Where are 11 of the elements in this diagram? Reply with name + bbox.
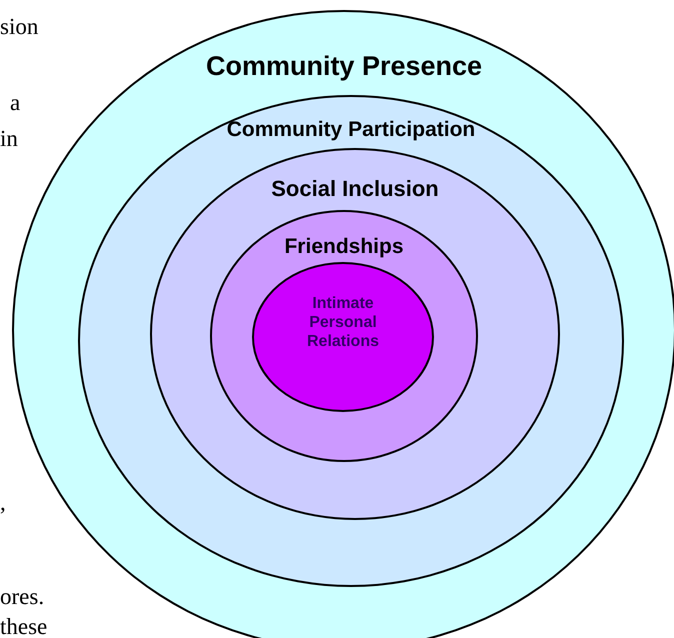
band-label: Community Presence	[206, 50, 482, 82]
page-text: in	[0, 126, 18, 152]
band-label: Intimate Personal Relations	[306, 294, 380, 352]
band-label: Community Participation	[226, 117, 476, 142]
page-text: ores.	[0, 584, 44, 610]
band-label: Friendships	[284, 234, 404, 260]
band-label: Social Inclusion	[271, 176, 439, 202]
page-text: ,	[0, 490, 6, 516]
page-text: sion	[0, 14, 38, 40]
page-text: a	[10, 90, 20, 116]
page-text: these	[0, 614, 48, 638]
